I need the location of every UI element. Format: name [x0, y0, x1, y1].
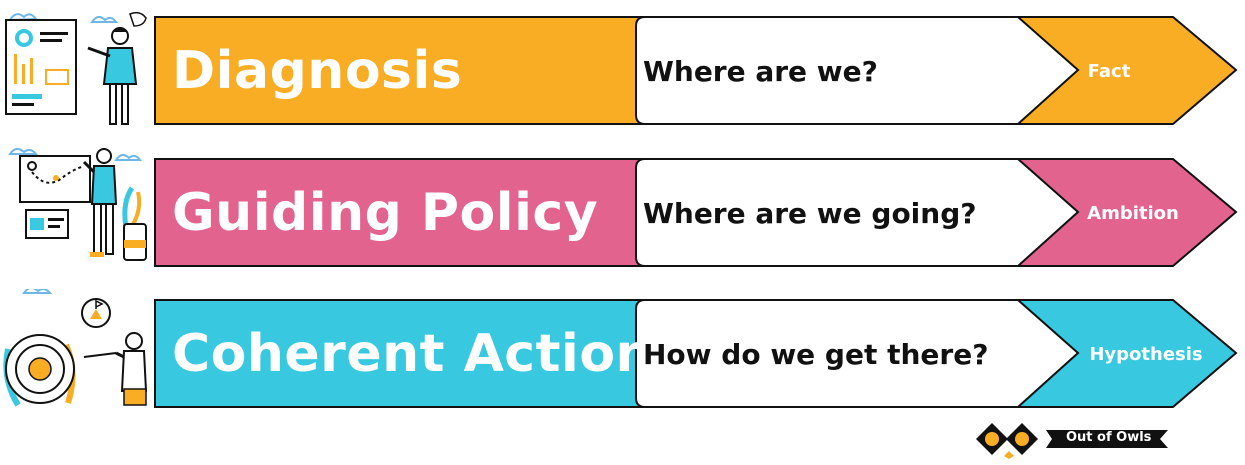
row-title: Diagnosis: [172, 41, 463, 101]
row-question: How do we get there?: [643, 337, 989, 371]
row-tag: Hypothesis: [1089, 343, 1203, 365]
diagnosis-arrow-banner: [154, 16, 1238, 125]
row-tag: Fact: [1087, 60, 1131, 82]
person-planning-route-icon: [8, 148, 147, 261]
row-title: Coherent Action: [172, 324, 654, 384]
presenter-with-charts-icon: [5, 11, 147, 125]
row-diagnosis: Diagnosis Where are we? Fact: [0, 11, 1245, 126]
row-guiding-policy: Guiding Policy Where are we going? Ambit…: [0, 148, 1245, 268]
coherent-action-arrow-banner: [154, 299, 1238, 408]
row-question: Where are we going?: [643, 196, 977, 230]
row-title: Guiding Policy: [172, 183, 599, 243]
row-tag: Ambition: [1087, 202, 1179, 224]
owl-eyes-icon: [976, 423, 1168, 459]
row-coherent-action: Coherent Action How do we get there? Hyp…: [0, 289, 1245, 409]
row-question: Where are we?: [643, 54, 878, 88]
logo-text: Out of Owls: [1066, 430, 1152, 445]
person-aiming-at-target-icon: [3, 289, 148, 407]
guiding-policy-arrow-banner: [154, 158, 1238, 267]
